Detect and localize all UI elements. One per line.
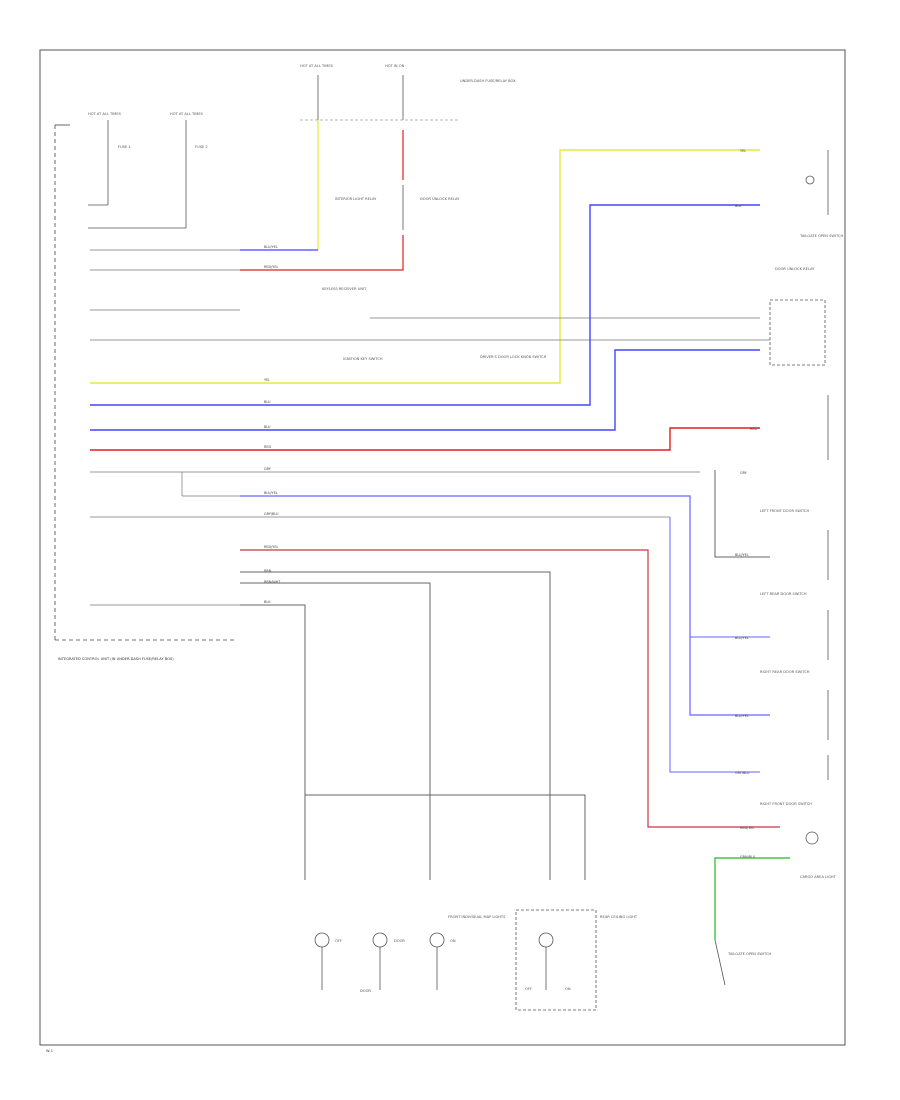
- keyless-receiver-label: KEYLESS RECEIVER UNIT: [322, 287, 367, 291]
- fuse-hot-label-1: HOT AT ALL TIMES: [88, 112, 122, 116]
- blue-wires-mid: [90, 204, 770, 773]
- svg-text:DOOR: DOOR: [394, 939, 405, 943]
- cargo-light-label: CARGO AREA LIGHT: [800, 875, 837, 879]
- svg-text:OFF: OFF: [525, 987, 532, 991]
- svg-text:BLU: BLU: [264, 425, 271, 429]
- mid-wire-labels: YEL BLU BLU RED GRY BLU/YEL GRY/BLU RED/…: [264, 149, 757, 859]
- svg-text:ON: ON: [565, 987, 571, 991]
- svg-text:BLU/YEL: BLU/YEL: [735, 553, 749, 557]
- right-switches: [769, 150, 829, 845]
- right-rear-door-label: RIGHT REAR DOOR SWITCH: [760, 670, 810, 674]
- bottom-light-labels: FRONT INDIVIDUAL MAP LIGHTS REAR CEILING…: [335, 915, 638, 993]
- svg-text:RED: RED: [750, 427, 757, 431]
- gray-wires: [240, 470, 770, 880]
- svg-text:RED: RED: [264, 445, 271, 449]
- red-wires: [90, 427, 780, 828]
- diagram-border: [39, 49, 846, 1046]
- green-wire: [714, 857, 790, 940]
- svg-text:GRY: GRY: [740, 471, 748, 475]
- svg-text:BLU/YEL: BLU/YEL: [264, 491, 278, 495]
- fuse-a-label: FUSE 1: [118, 145, 131, 149]
- svg-text:BLK: BLK: [264, 600, 271, 604]
- left-rear-door-label: LEFT REAR DOOR SWITCH: [760, 592, 807, 596]
- svg-text:GRY/BLU: GRY/BLU: [264, 512, 279, 516]
- svg-text:GRN/BLU: GRN/BLU: [740, 855, 756, 859]
- tailgate-bottom-label: TAILGATE OPEN SWITCH: [727, 952, 771, 956]
- svg-text:BRN: BRN: [264, 569, 272, 573]
- fuse-box-label: UNDER-DASH FUSE/RELAY BOX: [460, 79, 516, 83]
- fuse-hot-label-2: HOT AT ALL TIMES: [170, 112, 204, 116]
- svg-text:ON: ON: [450, 939, 456, 943]
- right-front-door-label: RIGHT FRONT DOOR SWITCH: [760, 802, 812, 806]
- svg-text:BLU/YEL: BLU/YEL: [735, 636, 749, 640]
- svg-text:YEL: YEL: [264, 378, 270, 382]
- left-front-door-label: LEFT FRONT DOOR SWITCH: [760, 509, 809, 513]
- relays: INTERIOR LIGHT RELAY DOOR UNLOCK RELAY: [317, 185, 460, 230]
- control-unit-box: INTEGRATED CONTROL UNIT (IN UNDER-DASH F…: [54, 124, 235, 661]
- control-unit-pins: [90, 249, 770, 606]
- svg-text:RED/YEL: RED/YEL: [740, 826, 754, 830]
- svg-text:YEL: YEL: [740, 149, 746, 153]
- svg-text:BLU/YEL: BLU/YEL: [735, 714, 749, 718]
- fuse-hot-label-3: HOT AT ALL TIMES: [300, 64, 334, 68]
- wire-label-redyel: RED/YEL: [264, 265, 278, 269]
- unlock-relay-label: DOOR UNLOCK RELAY: [420, 197, 460, 201]
- blue-wire-upper: BLU/YEL RED/YEL: [240, 245, 318, 269]
- bottom-lights: [314, 909, 726, 1011]
- rear-ceiling-label: REAR CEILING LIGHT: [600, 915, 638, 919]
- wire-label-bluyel: BLU/YEL: [264, 245, 278, 249]
- fuse-hot-label-4: HOT IN ON: [385, 64, 405, 68]
- front-map-light-label: FRONT INDIVIDUAL MAP LIGHTS: [448, 915, 506, 919]
- ignition-key-label: IGNITION KEY SWITCH: [343, 357, 383, 361]
- svg-text:GRY: GRY: [264, 467, 272, 471]
- svg-text:BRN/WHT: BRN/WHT: [264, 580, 281, 584]
- right-switch-labels: TAILGATE OPEN SWITCH DOOR UNLOCK RELAY L…: [727, 234, 843, 956]
- control-unit-label: INTEGRATED CONTROL UNIT (IN UNDER-DASH F…: [58, 657, 174, 661]
- svg-text:BLU: BLU: [264, 400, 271, 404]
- svg-text:DOOR: DOOR: [360, 989, 371, 993]
- page-code: W-1: [46, 1049, 53, 1053]
- svg-text:RED/YEL: RED/YEL: [264, 545, 278, 549]
- red-wire-top: [240, 130, 404, 271]
- yellow-wire: [90, 120, 760, 384]
- interior-relay-label: INTERIOR LIGHT RELAY: [335, 197, 377, 201]
- tailgate-switch-label: TAILGATE OPEN SWITCH: [799, 234, 843, 238]
- top-fuses: HOT AT ALL TIMES HOT AT ALL TIMES HOT AT…: [88, 64, 516, 229]
- fuse-b-label: FUSE 2: [195, 145, 208, 149]
- svg-text:GRY/BLU: GRY/BLU: [735, 771, 750, 775]
- svg-text:BLU: BLU: [735, 204, 742, 208]
- unlock-relay-right-label: DOOR UNLOCK RELAY: [775, 267, 815, 271]
- driver-lock-switch-label: DRIVER'S DOOR LOCK KNOB SWITCH: [480, 355, 547, 359]
- svg-text:OFF: OFF: [335, 939, 342, 943]
